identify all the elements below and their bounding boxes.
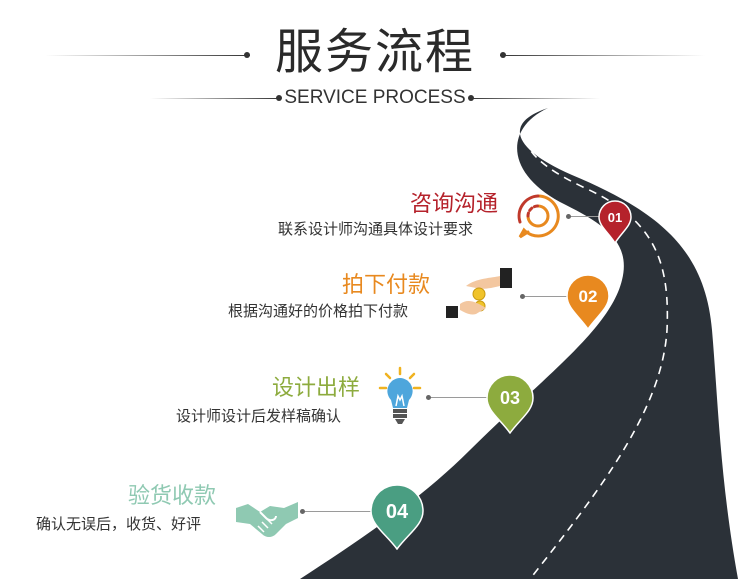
step-4-desc: 确认无误后，收货、好评 xyxy=(36,515,202,533)
step-2-title: 拍下付款 xyxy=(342,273,431,298)
subtitle-line-right-dot xyxy=(468,95,474,101)
title-line-right-dot xyxy=(500,52,506,58)
step-1-connector xyxy=(568,216,602,217)
step-4-title: 验货收款 xyxy=(128,484,217,509)
step-2-desc: 根据沟通好的价格拍下付款 xyxy=(228,302,409,320)
step-4-connector-dot xyxy=(300,509,305,514)
title-line-left-dot xyxy=(244,52,250,58)
step-3-desc: 设计师设计后发样稿确认 xyxy=(176,407,342,425)
subtitle-line-left xyxy=(150,98,280,99)
step-4-pin: 04 xyxy=(370,484,424,550)
subtitle-line-right xyxy=(470,98,600,99)
step-3-number: 03 xyxy=(500,388,520,408)
chat-bubble-icon xyxy=(517,194,560,239)
step-1-pin: 01 xyxy=(598,200,632,244)
step-3-connector xyxy=(428,397,490,398)
step-3-connector-dot xyxy=(426,395,431,400)
title-line-right xyxy=(500,55,705,56)
step-3-title: 设计出样 xyxy=(272,376,361,401)
payment-hands-icon xyxy=(446,268,512,318)
light-bulb-icon xyxy=(378,366,422,424)
step-2-connector xyxy=(522,296,572,297)
step-3-pin: 03 xyxy=(486,374,534,434)
road-lane-marking xyxy=(525,115,669,579)
page-subtitle: SERVICE PROCESS xyxy=(284,87,466,108)
step-1-number: 01 xyxy=(608,210,622,225)
step-1-desc: 联系设计师沟通具体设计要求 xyxy=(278,220,474,238)
step-1-title: 咨询沟通 xyxy=(410,192,499,217)
step-4-connector xyxy=(302,511,376,512)
road-surface xyxy=(300,108,738,579)
title-line-left xyxy=(45,55,250,56)
subtitle-line-left-dot xyxy=(276,95,282,101)
step-1-connector-dot xyxy=(566,214,571,219)
handshake-icon xyxy=(236,502,298,537)
step-2-pin: 02 xyxy=(566,274,610,330)
step-2-number: 02 xyxy=(579,287,598,306)
step-4-number: 04 xyxy=(386,501,409,523)
page-title: 服务流程 xyxy=(274,24,475,80)
step-2-connector-dot xyxy=(520,294,525,299)
